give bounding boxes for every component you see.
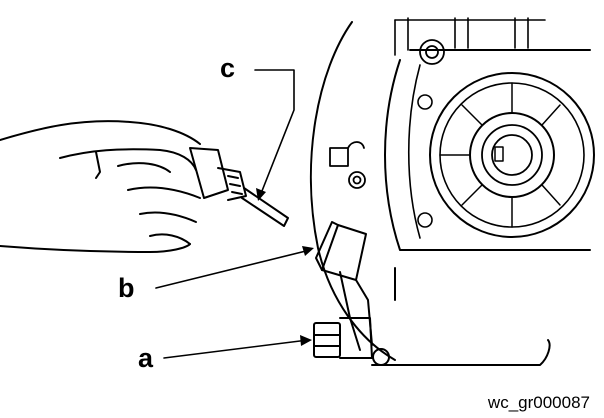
callout-a: a [138, 343, 154, 373]
top-bolt [419, 39, 445, 65]
side-bracket [329, 141, 366, 189]
cover-housing [384, 49, 591, 251]
cover-flange [407, 64, 421, 239]
drain-plug [313, 267, 551, 366]
leader-c [254, 69, 295, 197]
oil-filler-neck [315, 221, 373, 351]
cooling-fins [394, 17, 546, 56]
flywheel [429, 72, 595, 238]
oil-bottle [189, 147, 289, 227]
crankcase-outline [309, 21, 396, 361]
figure-code: wc_gr000087 [487, 393, 590, 412]
leader-b [155, 249, 311, 289]
hand [0, 120, 201, 253]
leader-lines [155, 69, 311, 359]
leader-a [163, 339, 309, 359]
callout-b: b [118, 273, 135, 303]
callout-c: c [220, 53, 236, 83]
left-bolt [417, 94, 433, 228]
arrowheads [256, 188, 314, 346]
